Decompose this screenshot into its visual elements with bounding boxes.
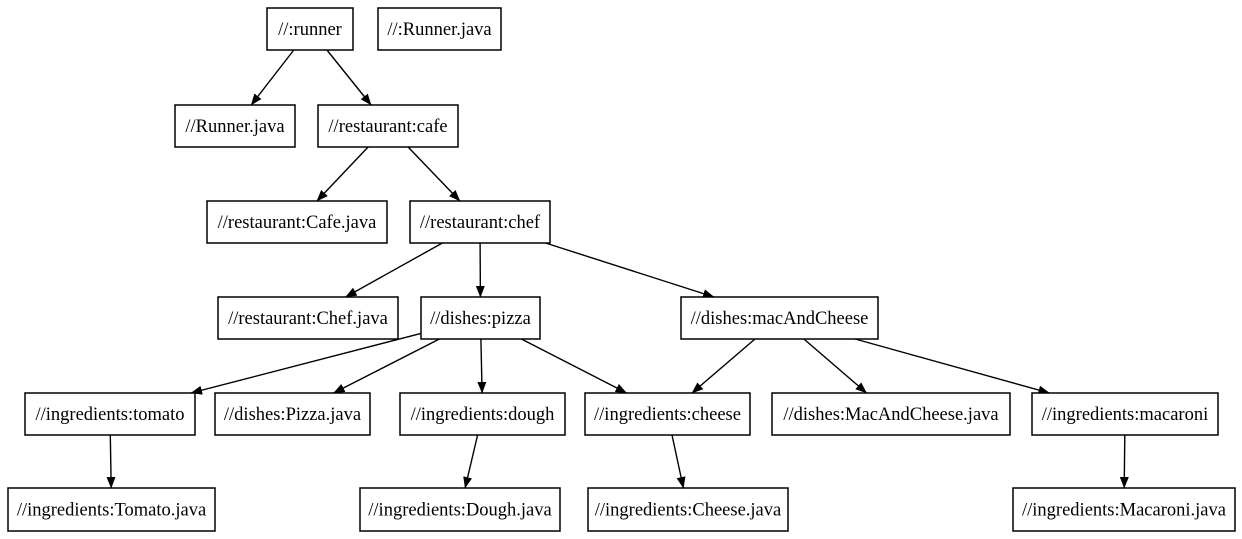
graph-node-label: //:runner: [278, 20, 342, 40]
graph-node-runner-java-src: //:Runner.java: [377, 7, 502, 51]
graph-node-cafe: //restaurant:cafe: [317, 104, 459, 148]
graph-node-label: //ingredients:dough: [411, 405, 555, 425]
edge-chef-to-chef-java: [345, 242, 443, 298]
graph-node-label: //ingredients:cheese: [594, 405, 741, 425]
graph-node-label: //ingredients:Tomato.java: [17, 501, 206, 521]
graph-node-dough: //ingredients:dough: [399, 392, 566, 436]
graph-node-box: [409, 200, 551, 244]
graph-node-box: [24, 392, 196, 436]
graph-node-box: [584, 392, 751, 436]
edge-runner-to-runner-java: [250, 49, 295, 106]
edge-pizza-to-dough: [477, 338, 487, 394]
graph-node-box: [174, 104, 296, 148]
graph-node-tomato: //ingredients:tomato: [24, 392, 196, 436]
edge-chef-to-macandcheese: [545, 242, 715, 298]
edge-macandcheese-to-macandcheese-java: [803, 338, 868, 394]
edge-macandcheese-to-cheese: [691, 338, 756, 394]
graph-node-box: [217, 296, 399, 340]
edge-cafe-to-chef: [407, 146, 461, 202]
graph-node-box: [214, 392, 371, 436]
edge-macaroni-to-macaroni-java: [1119, 434, 1129, 489]
graph-node-box: [420, 296, 541, 340]
graph-node-dough-java: //ingredients:Dough.java: [359, 487, 561, 532]
edge-macandcheese-to-macaroni: [854, 338, 1050, 395]
graph-node-box: [1012, 487, 1236, 532]
graph-node-cafe-java: //restaurant:Cafe.java: [206, 200, 388, 244]
graph-node-label: //ingredients:Dough.java: [368, 501, 551, 521]
graph-node-chef-java: //restaurant:Chef.java: [217, 296, 399, 340]
graph-node-runner-java: //Runner.java: [174, 104, 296, 148]
edges-layer: [106, 49, 1129, 489]
edge-pizza-to-pizza-java: [333, 338, 440, 394]
graph-node-label: //ingredients:Cheese.java: [595, 501, 781, 521]
graph-node-chef: //restaurant:chef: [409, 200, 551, 244]
edge-cafe-to-cafe-java: [316, 146, 369, 202]
edge-dough-to-dough-java: [463, 434, 479, 489]
graph-node-label: //restaurant:chef: [420, 213, 541, 233]
graph-node-label: //dishes:pizza: [430, 309, 531, 329]
graph-node-label: //:Runner.java: [387, 20, 491, 40]
graph-node-label: //ingredients:tomato: [35, 405, 184, 425]
graph-node-box: [266, 7, 354, 51]
graph-node-label: //restaurant:Cafe.java: [218, 213, 377, 233]
graph-node-label: //ingredients:macaroni: [1042, 405, 1208, 425]
edge-runner-to-cafe: [326, 49, 372, 106]
graph-node-label: //dishes:MacAndCheese.java: [783, 405, 998, 425]
edge-pizza-to-cheese: [521, 338, 628, 394]
graph-node-macandcheese: //dishes:macAndCheese: [680, 296, 879, 340]
graph-node-pizza-java: //dishes:Pizza.java: [214, 392, 371, 436]
graph-node-macaroni: //ingredients:macaroni: [1031, 392, 1219, 436]
graph-node-box: [359, 487, 561, 532]
graph-node-label: //ingredients:Macaroni.java: [1022, 501, 1226, 521]
edge-cheese-to-cheese-java: [671, 434, 686, 489]
graph-node-macandcheese-java: //dishes:MacAndCheese.java: [771, 392, 1011, 436]
graph-node-runner: //:runner: [266, 7, 354, 51]
edge-pizza-to-tomato: [190, 332, 422, 395]
graph-node-box: [680, 296, 879, 340]
graph-node-box: [399, 392, 566, 436]
graph-node-pizza: //dishes:pizza: [420, 296, 541, 340]
graph-node-box: [1031, 392, 1219, 436]
graph-node-cheese: //ingredients:cheese: [584, 392, 751, 436]
graph-node-box: [377, 7, 502, 51]
graph-node-label: //restaurant:Chef.java: [228, 309, 388, 329]
graph-node-label: //dishes:macAndCheese: [691, 309, 869, 329]
graph-node-box: [206, 200, 388, 244]
graph-node-label: //Runner.java: [185, 117, 284, 137]
graph-node-tomato-java: //ingredients:Tomato.java: [7, 487, 216, 532]
graph-node-box: [7, 487, 216, 532]
graph-node-box: [587, 487, 789, 532]
graph-node-box: [317, 104, 459, 148]
graph-node-label: //restaurant:cafe: [328, 117, 447, 137]
graph-node-macaroni-java: //ingredients:Macaroni.java: [1012, 487, 1236, 532]
nodes-layer: //:runner //:Runner.java //Runner.java //re…: [7, 7, 1236, 532]
edge-tomato-to-tomato-java: [106, 434, 116, 489]
graph-node-box: [771, 392, 1011, 436]
graph-node-label: //dishes:Pizza.java: [224, 405, 361, 425]
graph-node-cheese-java: //ingredients:Cheese.java: [587, 487, 789, 532]
